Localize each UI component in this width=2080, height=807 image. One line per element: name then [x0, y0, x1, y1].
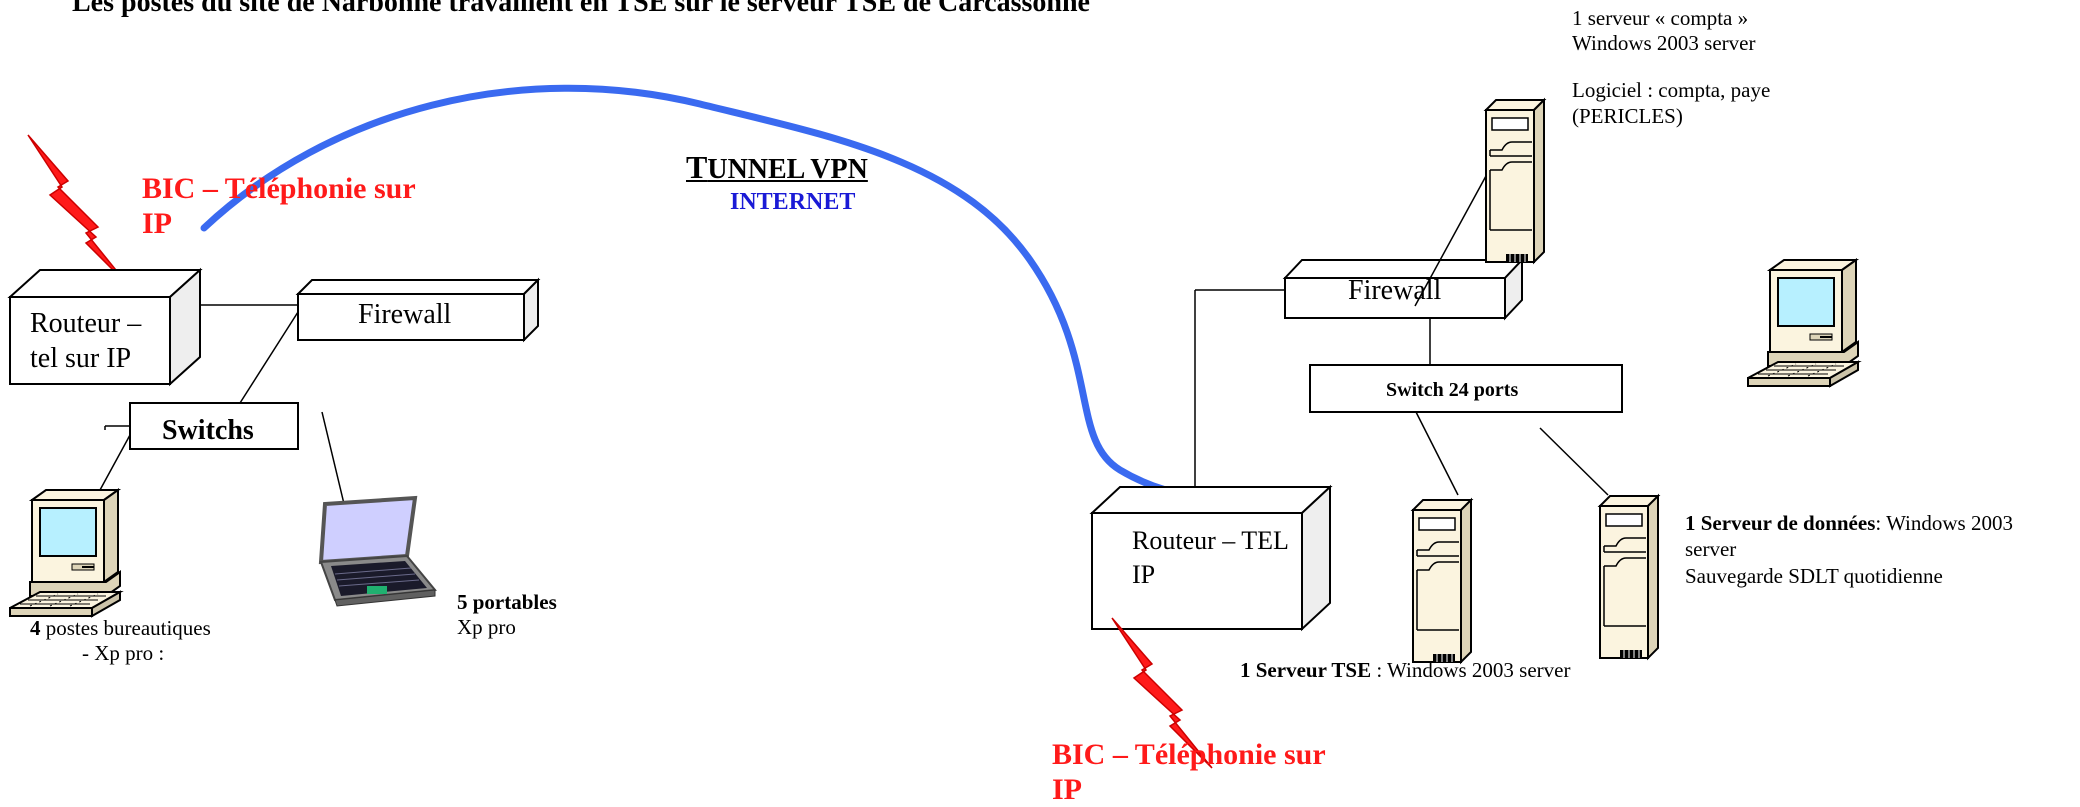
internet-label: INTERNET — [730, 188, 855, 217]
desktop-computer-icon — [1748, 260, 1858, 386]
left-router-line1: Routeur – — [30, 306, 141, 341]
compta-line3: Logiciel : compta, paye — [1572, 78, 1770, 103]
right-router-line1: Routeur – TEL — [1132, 524, 1289, 558]
left-router-label: Routeur – tel sur IP — [30, 306, 141, 376]
diagram-title: Les postes du site de Narbonne travaille… — [72, 0, 1090, 20]
left-switch-label: Switchs — [162, 414, 254, 448]
compta-line2: Windows 2003 server — [1572, 31, 1770, 56]
data-server-name: 1 Serveur de données — [1685, 511, 1875, 535]
data-server-caption: 1 Serveur de données: Windows 2003 serve… — [1685, 510, 2013, 589]
tse-server-name: 1 Serveur TSE — [1240, 658, 1371, 682]
lightning-icon — [28, 135, 128, 285]
left-bic-line2: IP — [142, 207, 416, 242]
compta-line1: 1 serveur « compta » — [1572, 6, 1770, 31]
data-server-line2: server — [1685, 536, 2013, 562]
right-firewall-label: Firewall — [1348, 274, 1441, 308]
workstation-type: postes bureautiques — [41, 616, 211, 640]
left-workstations-caption: 4 postes bureautiques - Xp pro : — [30, 616, 211, 666]
tunnel-vpn-rest: UNNEL VPN — [707, 154, 868, 185]
left-bic-label: BIC – Téléphonie sur IP — [142, 172, 416, 241]
laptops-caption: 5 portables Xp pro — [457, 590, 557, 640]
laptops-os: Xp pro — [457, 615, 557, 640]
tunnel-vpn-label: TUNNEL VPN — [686, 148, 868, 187]
right-switch-label: Switch 24 ports — [1386, 378, 1518, 402]
right-router-label: Routeur – TEL IP — [1132, 524, 1289, 592]
data-server-os: : Windows 2003 — [1875, 511, 2013, 535]
right-bic-line1: BIC – Téléphonie sur — [1052, 738, 1326, 773]
left-router-line2: tel sur IP — [30, 341, 141, 376]
right-bic-line2: IP — [1052, 773, 1326, 807]
tse-server-caption: 1 Serveur TSE : Windows 2003 server — [1240, 658, 1571, 683]
compta-line4: (PERICLES) — [1572, 104, 1770, 129]
workstation-count: 4 — [30, 616, 41, 640]
right-router-line2: IP — [1132, 558, 1289, 592]
server-tower-icon — [1413, 500, 1471, 662]
data-server-backup: Sauvegarde SDLT quotidienne — [1685, 563, 2013, 589]
compta-server-caption: 1 serveur « compta » Windows 2003 server… — [1572, 6, 1770, 129]
right-bic-label: BIC – Téléphonie sur IP — [1052, 738, 1326, 807]
laptop-icon — [321, 498, 435, 606]
left-firewall-label: Firewall — [358, 298, 451, 332]
server-tower-icon — [1486, 100, 1544, 262]
left-bic-line1: BIC – Téléphonie sur — [142, 172, 416, 207]
laptops-count: 5 portables — [457, 590, 557, 615]
tunnel-vpn-cap: T — [686, 149, 707, 185]
workstation-os: - Xp pro : — [30, 641, 211, 666]
server-tower-icon — [1600, 496, 1658, 658]
desktop-computer-icon — [10, 490, 120, 616]
tse-server-os: : Windows 2003 server — [1371, 658, 1570, 682]
